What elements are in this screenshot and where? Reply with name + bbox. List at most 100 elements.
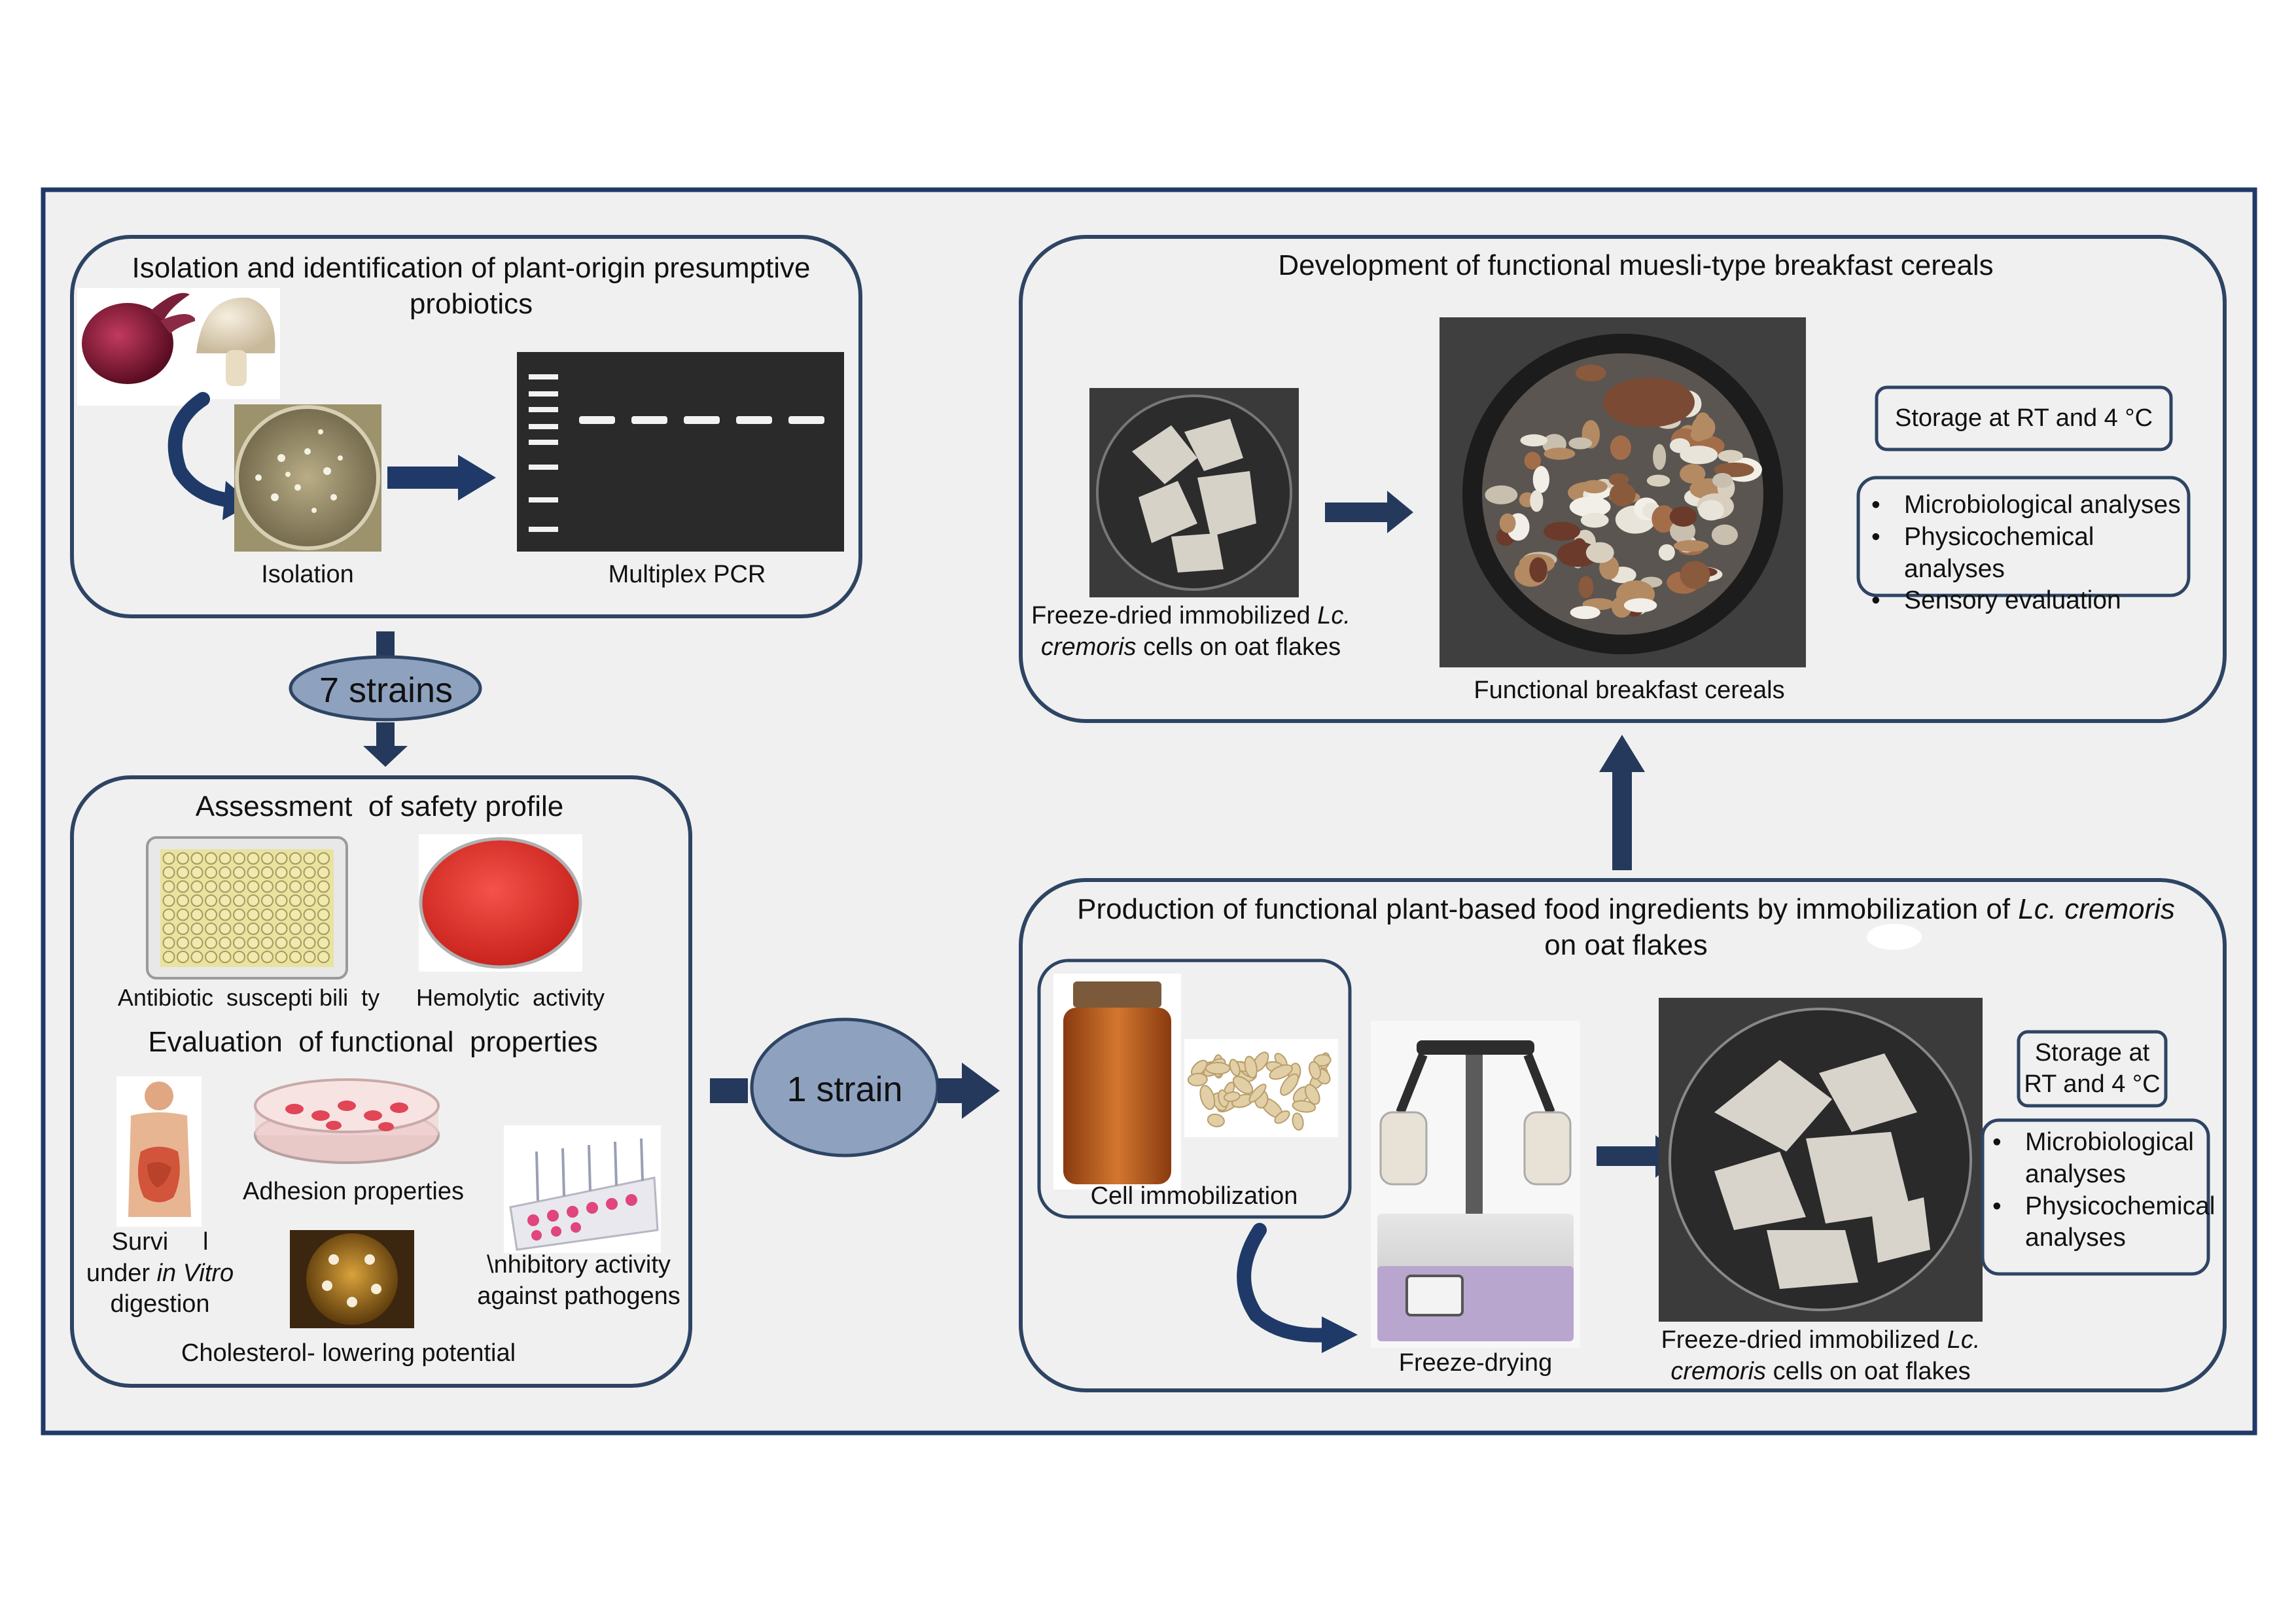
almond-piece [1603, 378, 1695, 427]
muesli-piece [1520, 434, 1548, 447]
muesli-piece [1711, 524, 1738, 546]
isolation-title: Isolation and identification of plant-or… [132, 252, 811, 320]
microplate-well [205, 852, 217, 865]
pcr-label: Multiplex PCR [608, 561, 766, 588]
microplate-well [317, 923, 330, 935]
one-strain-label: 1 strain [786, 1070, 903, 1109]
freeze-drying-label: Freeze-drying [1398, 1349, 1553, 1377]
muesli-piece [1544, 448, 1576, 460]
muesli-piece [1698, 500, 1724, 521]
muesli-piece [1609, 482, 1636, 507]
muesli-piece [1673, 540, 1709, 552]
microplate-well [219, 923, 232, 935]
microplate-well [317, 852, 330, 865]
microplate-well [162, 894, 175, 907]
survival-label: Survi l under in Vitro digestion [86, 1228, 234, 1318]
muesli-piece [1570, 606, 1600, 620]
muesli-piece [1575, 364, 1606, 381]
inhibitory-label: \nhibitory activity against pathogens [477, 1251, 680, 1310]
microplate-well [205, 880, 217, 893]
seven-strains-label: 7 strains [319, 671, 453, 710]
oat-flake [1199, 1085, 1216, 1110]
development-storage-box [1875, 385, 2173, 451]
microplate-well [162, 866, 175, 879]
microplate-well [289, 908, 302, 921]
muesli-piece [1585, 542, 1614, 563]
oat-flake [1292, 1100, 1316, 1113]
oat-flake [1244, 1055, 1258, 1079]
curved-arrow-production [1237, 1223, 1335, 1343]
microplate-well [303, 923, 316, 935]
microplate-well [247, 852, 260, 865]
arrow-assessment-to-oval [710, 1078, 748, 1103]
adhesion-label: Adhesion properties [243, 1178, 464, 1205]
arrow-production-to-development [1599, 735, 1645, 870]
microplate-well [261, 908, 274, 921]
microplate-well [190, 936, 203, 949]
microplate-well [303, 866, 316, 879]
muesli-piece [1578, 576, 1594, 599]
microplate-well [233, 894, 245, 907]
muesli-piece [1712, 472, 1733, 488]
oat-flake [1280, 1073, 1299, 1096]
cereals-label: Functional breakfast cereals [1474, 677, 1785, 704]
cell-immobilization-box [1037, 959, 1352, 1219]
arrow-oat-to-cereals [1325, 491, 1413, 533]
development-storage-label: Storage at RT and 4 °C [1894, 404, 2153, 432]
microplate-well [261, 923, 274, 935]
freeze-dryer-icon [1371, 1021, 1580, 1348]
oat-flake [1232, 1076, 1254, 1095]
microplate-well [219, 951, 232, 963]
microplate-well [317, 880, 330, 893]
microplate-well [219, 852, 232, 865]
muesli-piece [1524, 451, 1542, 470]
white-spot [1867, 924, 1922, 950]
beetroot-icon [77, 288, 196, 406]
arrow-oval-to-assessment [363, 722, 408, 767]
microplate-well [303, 936, 316, 949]
muesli-piece [1669, 506, 1697, 527]
microplate-well [233, 866, 245, 879]
microplate-well [177, 894, 189, 907]
oat-flake [1304, 1084, 1320, 1105]
microplate-well [275, 880, 288, 893]
microplate-well [205, 894, 217, 907]
muesli-piece [1568, 437, 1593, 450]
cell-immobilization-label: Cell immobilization [1090, 1182, 1298, 1210]
arrow-isolation-to-pcr [387, 455, 496, 501]
microplate-well [190, 894, 203, 907]
microplate-icon [146, 836, 348, 979]
microplate-well [177, 880, 189, 893]
microplate-well [177, 923, 189, 935]
microplate-well [247, 908, 260, 921]
microplate-well [177, 866, 189, 879]
microplate-well [247, 951, 260, 963]
assessment-panel [70, 775, 692, 1388]
microplate-well [247, 923, 260, 935]
development-analyses-list: Microbiological analyses Physicochemical… [1865, 489, 2185, 617]
antibiotic-label: Antibiotic suscepti bili ty [117, 984, 380, 1011]
muesli-piece [1569, 496, 1611, 518]
microplate-well [205, 866, 217, 879]
microplate-well [261, 852, 274, 865]
cholesterol-plate-icon [290, 1230, 414, 1328]
oat-flake [1274, 1110, 1290, 1124]
microplate-well [289, 923, 302, 935]
development-panel [1019, 235, 2227, 723]
muesli-piece [1680, 561, 1710, 590]
oat-flake [1313, 1053, 1332, 1067]
microplate-well [162, 951, 175, 963]
microplate-well [261, 951, 274, 963]
microplate-well [275, 894, 288, 907]
oat-flake [1229, 1059, 1241, 1077]
microplate-well [177, 852, 189, 865]
microplate-well [233, 880, 245, 893]
microplate-well [275, 852, 288, 865]
microplate-well [289, 894, 302, 907]
muesli-piece [1680, 446, 1718, 465]
production-storage-box [2017, 1030, 2168, 1108]
muesli-piece [1718, 450, 1743, 463]
muesli-piece [1610, 435, 1631, 461]
